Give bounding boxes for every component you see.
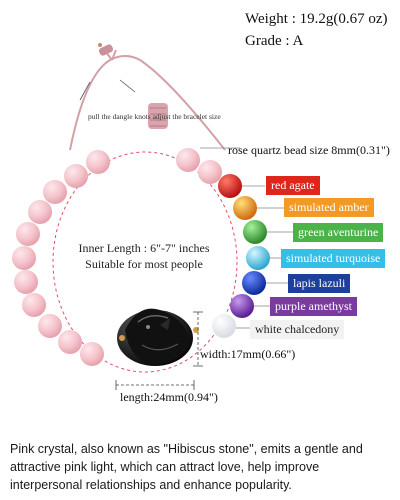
tag-simulated-turquoise: simulated turquoise [281,249,386,268]
chalcedony-bead [212,314,236,338]
red-agate-bead [218,174,242,198]
tag-red-agate: red agate [266,176,320,195]
aventurine-bead [243,220,267,244]
width-label: width:17mm(0.66") [200,347,296,361]
turquoise-bead [246,246,270,270]
tag-white-chalcedony: white chalcedony [250,320,345,339]
adjustable-cord [69,55,226,151]
inner-length-circle [52,151,238,373]
grade-spec: Grade : A [245,33,304,49]
amber-bead [233,196,257,220]
lapis-bead [242,271,266,295]
inner-length-line2: Suitable for most people [85,257,203,271]
sliding-knot [148,103,168,129]
chakra-stones [212,174,270,338]
weight-spec: Weight : 19.2g(0.67 oz) [245,11,388,27]
inner-length-text: Inner Length : 6"-7" inches Suitable for… [60,240,228,272]
product-description: Pink crystal, also known as "Hibiscus st… [10,442,363,492]
bead-size-label: rose quartz bead size 8mm(0.31") [228,143,390,157]
amethyst-bead [230,294,254,318]
tag-simulated-amber: simulated amber [284,198,374,217]
dangle-knot [98,44,114,56]
dimension-markers [115,311,203,390]
tag-lapis-lazuli: lapis lazuli [288,274,351,293]
fox-charm-icon [117,308,199,366]
tag-green-aventurine: green aventurine [293,223,384,242]
inner-length-line1: Inner Length : 6"-7" inches [78,241,210,255]
adjust-note: pull the dangle knots adjust the bracele… [88,112,221,121]
length-label: length:24mm(0.94") [120,390,218,404]
rose-quartz-beads [12,148,222,366]
tag-purple-amethyst: purple amethyst [270,297,357,316]
